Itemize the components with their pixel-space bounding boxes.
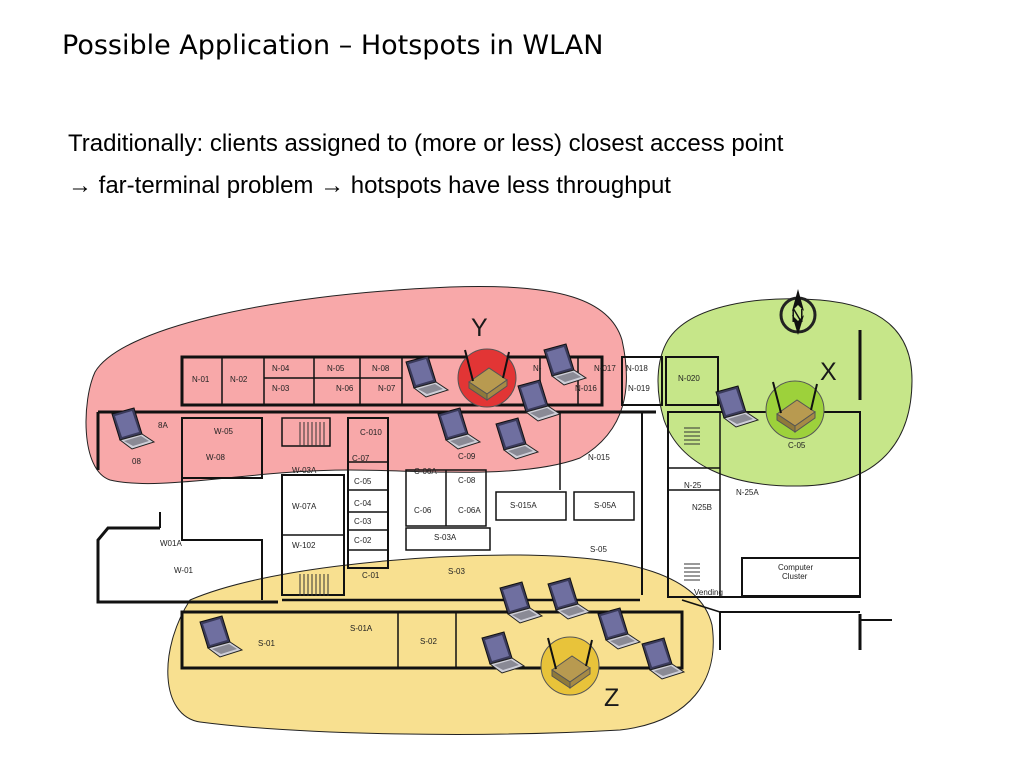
room-label: N-25A (736, 488, 759, 497)
room-label: 08 (132, 457, 141, 466)
room-label: N- (533, 364, 542, 373)
room-labels: N-01 N-02 N-04 N-03 N-05 N-06 N-08 N-07 … (132, 364, 813, 648)
room-label: N-06 (336, 384, 354, 393)
hotspot-label-z: Z (604, 684, 619, 712)
room-label: C-06A (414, 467, 437, 476)
room-label: C-05 (354, 477, 372, 486)
room-label: C-06 (414, 506, 432, 515)
room-label: S-05A (594, 501, 617, 510)
room-label: N-015 (588, 453, 610, 462)
room-label: C-07 (352, 454, 370, 463)
room-label: N-019 (628, 384, 650, 393)
room-label: Cluster (782, 572, 808, 581)
access-point-z-icon (540, 636, 600, 696)
room-label: N-25 (684, 481, 702, 490)
room-label: W-07A (292, 502, 317, 511)
room-label: N-018 (626, 364, 648, 373)
access-point-x-icon (765, 380, 825, 440)
room-label: C-05 (788, 441, 806, 450)
svg-text:N: N (791, 306, 804, 326)
room-label: W-08 (206, 453, 226, 462)
room-label: C-01 (362, 571, 380, 580)
description-line-1: Traditionally: clients assigned to (more… (68, 130, 784, 157)
room-label: C-09 (458, 452, 476, 461)
room-label: N-01 (192, 375, 210, 384)
room-label: N-05 (327, 364, 345, 373)
access-point-y-icon (457, 348, 517, 408)
room-label: Vending (694, 588, 723, 597)
room-label: N-08 (372, 364, 390, 373)
room-label: N-03 (272, 384, 290, 393)
room-label: Computer (778, 563, 813, 572)
room-label: N-017 (594, 364, 616, 373)
hotspot-label-x: X (820, 358, 837, 386)
room-label: N-02 (230, 375, 248, 384)
description-line-2: → far-terminal problem → hotspots have l… (68, 172, 671, 199)
room-label: S-015A (510, 501, 537, 510)
room-label: W-03A (292, 466, 317, 475)
room-label: C-04 (354, 499, 372, 508)
room-label: 8A (158, 421, 168, 430)
room-label: C-010 (360, 428, 382, 437)
room-label: W-05 (214, 427, 234, 436)
room-label: N-020 (678, 374, 700, 383)
floor-plan-walls (96, 330, 892, 670)
room-label: C-03 (354, 517, 372, 526)
room-label: N-016 (575, 384, 597, 393)
room-label: N-07 (378, 384, 396, 393)
room-label: S-03 (448, 567, 465, 576)
room-label: N25B (692, 503, 712, 512)
staircases (299, 422, 700, 596)
room-label: S-01A (350, 624, 373, 633)
room-label: N-04 (272, 364, 290, 373)
room-label: C-02 (354, 536, 372, 545)
compass-icon: N (779, 289, 817, 335)
room-label: W01A (160, 539, 182, 548)
room-label: S-02 (420, 637, 437, 646)
hotspot-y-area (85, 285, 627, 485)
room-label: S-03A (434, 533, 457, 542)
room-label: W-102 (292, 541, 316, 550)
room-label: S-01 (258, 639, 275, 648)
hotspot-label-y: Y (471, 314, 488, 342)
room-label: S-05 (590, 545, 607, 554)
slide-title: Possible Application – Hotspots in WLAN (62, 30, 604, 61)
room-label: W-01 (174, 566, 194, 575)
room-label: C-08 (458, 476, 476, 485)
room-label: C-06A (458, 506, 481, 515)
